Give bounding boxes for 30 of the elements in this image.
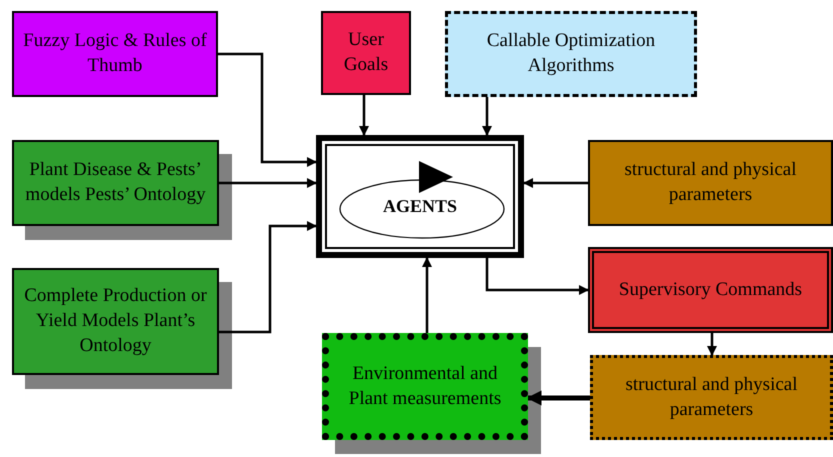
process-box bbox=[445, 11, 697, 97]
arrow bbox=[219, 221, 317, 334]
box-label: Complete Production or Yield Models Plant’s Ontology bbox=[23, 284, 208, 358]
arrow bbox=[707, 333, 717, 356]
box-label: structural and physical parameters bbox=[623, 158, 798, 207]
agents-label: AGENTS bbox=[382, 194, 458, 218]
box-label: Supervisory Commands bbox=[618, 278, 804, 302]
box-label: Callable Optimization Algorithms bbox=[486, 29, 656, 78]
arrow bbox=[359, 95, 369, 136]
box-label: Plant Disease & Pests’ models Pests’ Ontology bbox=[24, 158, 207, 207]
process-box bbox=[12, 11, 218, 97]
arrow bbox=[219, 178, 317, 188]
box-label: structural and physical parameters bbox=[624, 372, 798, 422]
process-box bbox=[590, 355, 833, 440]
arrow bbox=[218, 52, 317, 167]
arrow bbox=[486, 258, 589, 295]
agents-box bbox=[316, 135, 524, 258]
process-box bbox=[322, 333, 528, 440]
arrow bbox=[523, 178, 588, 188]
process-box bbox=[321, 11, 411, 95]
process-box bbox=[588, 247, 833, 333]
arrow bbox=[482, 97, 492, 136]
arrow bbox=[526, 390, 590, 406]
box-label: User Goals bbox=[342, 28, 390, 77]
box-label: Environmental and Plant measurements bbox=[348, 362, 502, 410]
arrow bbox=[422, 257, 432, 333]
process-box bbox=[12, 140, 219, 226]
process-box bbox=[12, 268, 219, 375]
box-label: Fuzzy Logic & Rules of Thumb bbox=[22, 29, 208, 78]
process-box bbox=[588, 140, 833, 226]
